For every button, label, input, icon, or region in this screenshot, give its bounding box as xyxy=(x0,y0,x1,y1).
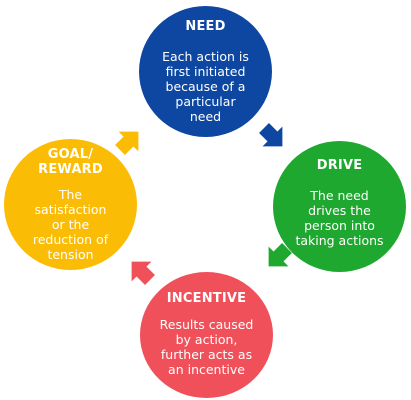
arrow-goal-to-need-icon xyxy=(115,131,139,155)
node-incentive-description: Results caused by action, further acts a… xyxy=(159,317,254,377)
node-goal-reward-description: The satisfaction or the reduction of ten… xyxy=(32,187,109,262)
node-drive-description: The need drives the person into taking a… xyxy=(295,188,384,248)
node-incentive: INCENTIVE Results caused by action, furt… xyxy=(140,272,273,398)
node-goal-reward-title: GOAL/ REWARD xyxy=(38,147,103,177)
node-need: NEED Each action is first initiated beca… xyxy=(139,6,272,137)
arrow-need-to-drive-icon xyxy=(259,123,283,147)
node-incentive-title: INCENTIVE xyxy=(166,291,247,306)
node-need-title: NEED xyxy=(185,19,226,34)
arrow-drive-to-incentive-icon xyxy=(268,243,292,267)
node-goal-reward: GOAL/ REWARD The satisfaction or the red… xyxy=(4,139,137,270)
node-drive-title: DRIVE xyxy=(316,158,363,173)
node-need-description: Each action is first initiated because o… xyxy=(162,49,249,124)
node-drive: DRIVE The need drives the person into ta… xyxy=(273,141,406,272)
arrow-incentive-to-goal-icon xyxy=(131,261,155,285)
